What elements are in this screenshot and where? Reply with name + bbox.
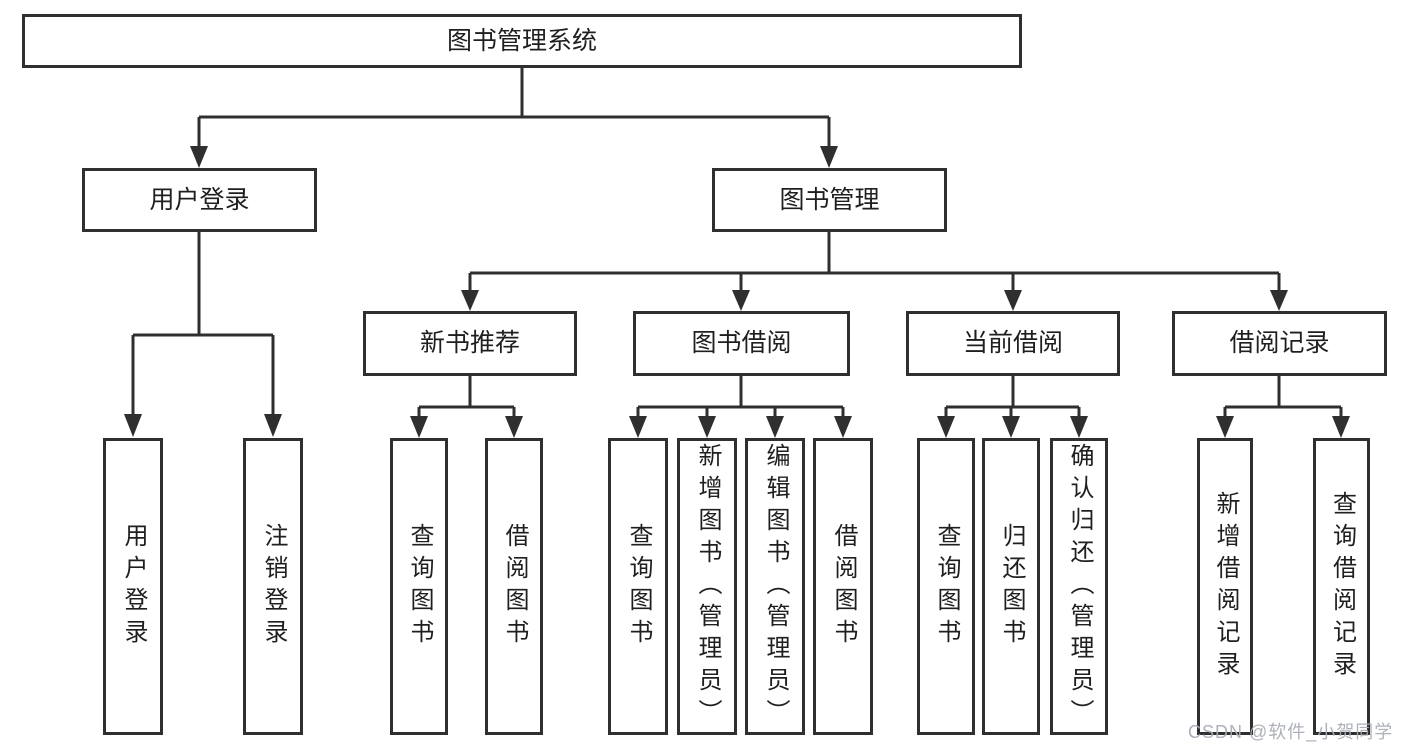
node-leaf-current-confirm-return-admin: 确认归还（管理员）: [1050, 438, 1108, 735]
node-leaf-borrow-borrow-book: 借阅图书: [813, 438, 873, 735]
node-leaf-record-add: 新增借阅记录: [1197, 438, 1253, 735]
connector-bookmgmt-to-level3: [461, 232, 1288, 311]
node-leaf-borrow-add-book-admin: 新增图书（管理员）: [677, 438, 737, 735]
connector-current-to-children: [937, 376, 1088, 438]
node-leaf-record-query: 查询借阅记录: [1313, 438, 1370, 735]
connector-root-to-level2: [190, 68, 838, 168]
node-leaf-borrow-edit-book-admin: 编辑图书（管理员）: [745, 438, 805, 735]
node-leaf-recommend-query-book: 查询图书: [390, 438, 448, 735]
connector-userlogin-to-children: [124, 232, 282, 437]
node-borrow-record: 借阅记录: [1172, 311, 1387, 376]
connector-records-to-children: [1216, 376, 1350, 438]
csdn-watermark: CSDN @软件_小贺同学: [1188, 722, 1394, 742]
node-leaf-recommend-borrow-book: 借阅图书: [485, 438, 543, 735]
node-root: 图书管理系统: [22, 14, 1022, 68]
node-book-borrow: 图书借阅: [633, 311, 850, 376]
node-book-management: 图书管理: [712, 168, 947, 232]
node-leaf-user-login: 用户登录: [103, 438, 163, 735]
connector-recommend-to-children: [410, 376, 523, 438]
node-leaf-borrow-query-book: 查询图书: [608, 438, 668, 735]
connector-borrow-to-children: [629, 376, 852, 438]
node-current-borrow: 当前借阅: [906, 311, 1120, 376]
node-new-book-recommend: 新书推荐: [363, 311, 577, 376]
node-leaf-current-return-book: 归还图书: [982, 438, 1040, 735]
node-leaf-current-query-book: 查询图书: [917, 438, 975, 735]
node-leaf-logout: 注销登录: [243, 438, 303, 735]
node-user-login: 用户登录: [82, 168, 317, 232]
